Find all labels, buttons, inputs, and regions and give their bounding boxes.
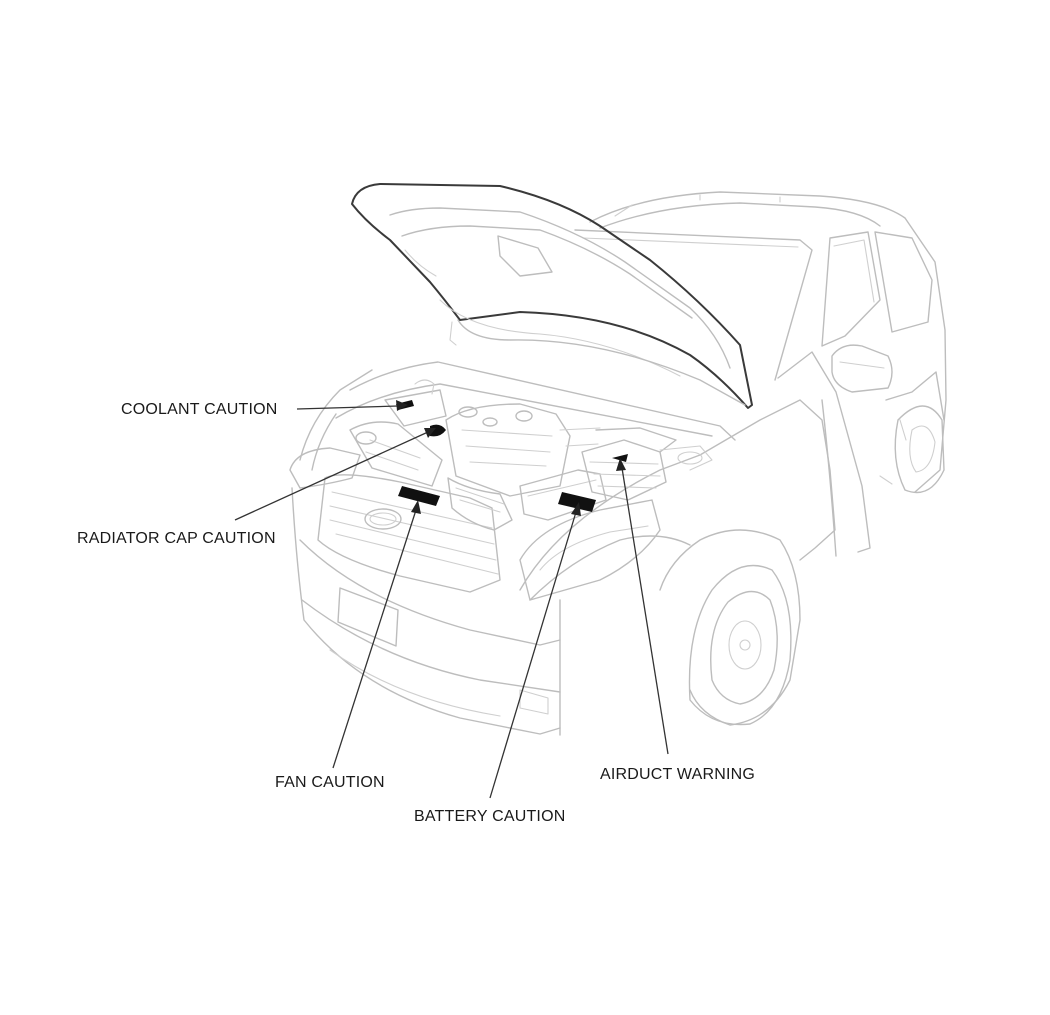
battery-caution-tag	[558, 492, 596, 512]
battery-caution-label: BATTERY CAUTION	[414, 808, 566, 825]
radiator-cap-arrowhead	[424, 428, 436, 438]
coolant-leader-line	[296, 405, 399, 410]
fan-caution-label: FAN CAUTION	[275, 774, 385, 791]
open-hood	[351, 183, 753, 409]
radiator-cap-leader-line	[234, 431, 429, 521]
radiator-cap-caution-label: RADIATOR CAP CAUTION	[77, 530, 276, 547]
fan-arrowhead	[411, 500, 421, 514]
battery-leader-line	[489, 511, 577, 799]
fan-leader-line	[332, 509, 417, 769]
engine-bay	[335, 361, 736, 531]
leader-lines	[234, 400, 669, 799]
fan-caution-tag	[398, 486, 440, 506]
airduct-leader-line	[621, 467, 669, 755]
airduct-warning-label: AIRDUCT WARNING	[600, 766, 755, 783]
airduct-arrowhead	[616, 458, 626, 471]
battery-arrowhead	[571, 502, 581, 516]
car-body	[289, 191, 947, 736]
radiator-cap-caution-tag	[430, 424, 446, 437]
coolant-caution-label: COOLANT CAUTION	[121, 401, 278, 418]
coolant-arrowhead	[396, 400, 408, 411]
